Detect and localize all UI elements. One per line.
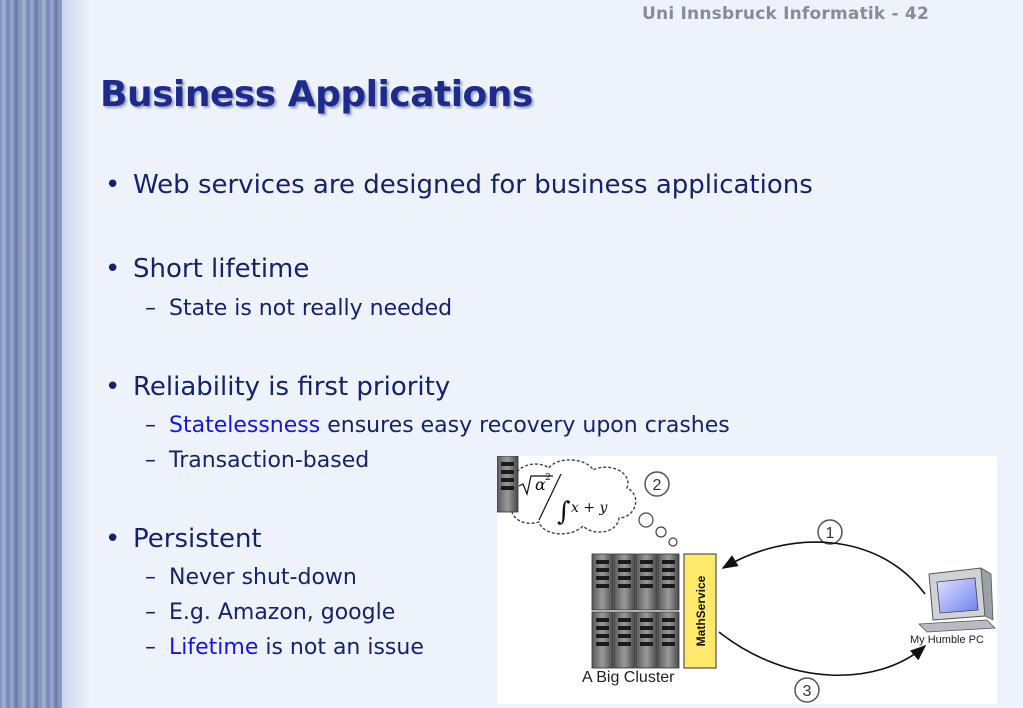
sub-bullet-dash: – — [145, 635, 156, 660]
formula-integrand: x + y — [571, 500, 609, 516]
bullet-item: • Persistent — [105, 524, 262, 554]
request-arrow — [721, 541, 926, 595]
bullet-text: Short lifetime — [133, 254, 310, 284]
step-2-icon: 2 — [644, 471, 670, 497]
svg-text:1: 1 — [826, 525, 835, 542]
sub-bullet-text: E.g. Amazon, google — [169, 600, 396, 625]
integral-sign: ∫ — [557, 497, 571, 527]
sub-bullet-text: ensures easy recovery upon crashes — [320, 413, 730, 438]
bullet-dot: • — [105, 170, 121, 200]
sub-bullet-dash: – — [145, 413, 156, 438]
sub-bullet-item: –State is not really needed — [145, 296, 452, 321]
sub-bullet-text: State is not really needed — [169, 296, 453, 321]
sub-bullet-text: Transaction-based — [169, 448, 370, 473]
step-1-icon: 1 — [817, 519, 843, 545]
sub-bullet-item: –E.g. Amazon, google — [145, 600, 395, 625]
highlighted-term: Lifetime — [169, 635, 259, 660]
bullet-text: Reliability is first priority — [133, 372, 451, 402]
decorative-side-stripe — [0, 0, 62, 708]
bullet-text: Web services are designed for business a… — [133, 170, 813, 200]
sub-bullet-dash: – — [145, 448, 156, 473]
server-cluster-icon — [496, 455, 680, 669]
computer-icon — [918, 567, 996, 633]
bullet-item: • Web services are designed for business … — [105, 170, 813, 200]
bullet-dot: • — [105, 524, 121, 554]
sub-bullet-item: –Lifetime is not an issue — [145, 635, 424, 660]
cluster-label: A Big Cluster — [582, 669, 675, 686]
svg-text:3: 3 — [803, 683, 812, 700]
cluster-diagram: α 2 ∫ x + y 2 1 3 — [496, 455, 997, 704]
sub-bullet-dash: – — [145, 565, 156, 590]
formula-icon: α 2 ∫ x + y — [518, 473, 609, 527]
bullet-item: • Short lifetime — [105, 254, 309, 284]
response-arrow — [718, 631, 927, 676]
sub-bullet-dash: – — [145, 296, 156, 321]
sub-bullet-dash: – — [145, 600, 156, 625]
svg-text:2: 2 — [653, 477, 662, 494]
diagram-graphic: α 2 ∫ x + y 2 1 3 — [496, 455, 996, 703]
side-stripe-fade — [62, 0, 90, 708]
sub-bullet-item: –Never shut-down — [145, 565, 357, 590]
math-service-box: MathService — [683, 553, 717, 669]
formula-variable: α — [535, 475, 546, 494]
step-3-icon: 3 — [794, 677, 820, 703]
math-service-label: MathService — [694, 575, 708, 646]
sub-bullet-item: –Statelessness ensures easy recovery upo… — [145, 413, 730, 438]
pc-label: My Humble PC — [910, 634, 984, 646]
sub-bullet-text: is not an issue — [258, 635, 424, 660]
slide-title: Business Applications — [100, 74, 533, 115]
bullet-dot: • — [105, 372, 121, 402]
sub-bullet-text: Never shut-down — [169, 565, 357, 590]
bullet-dot: • — [105, 254, 121, 284]
bullet-item: • Reliability is first priority — [105, 372, 450, 402]
formula-exponent: 2 — [545, 473, 551, 483]
bullet-text: Persistent — [133, 524, 262, 554]
sub-bullet-item: –Transaction-based — [145, 448, 369, 473]
slide-header: Uni Innsbruck Informatik - 42 — [642, 4, 929, 24]
highlighted-term: Statelessness — [169, 413, 321, 438]
